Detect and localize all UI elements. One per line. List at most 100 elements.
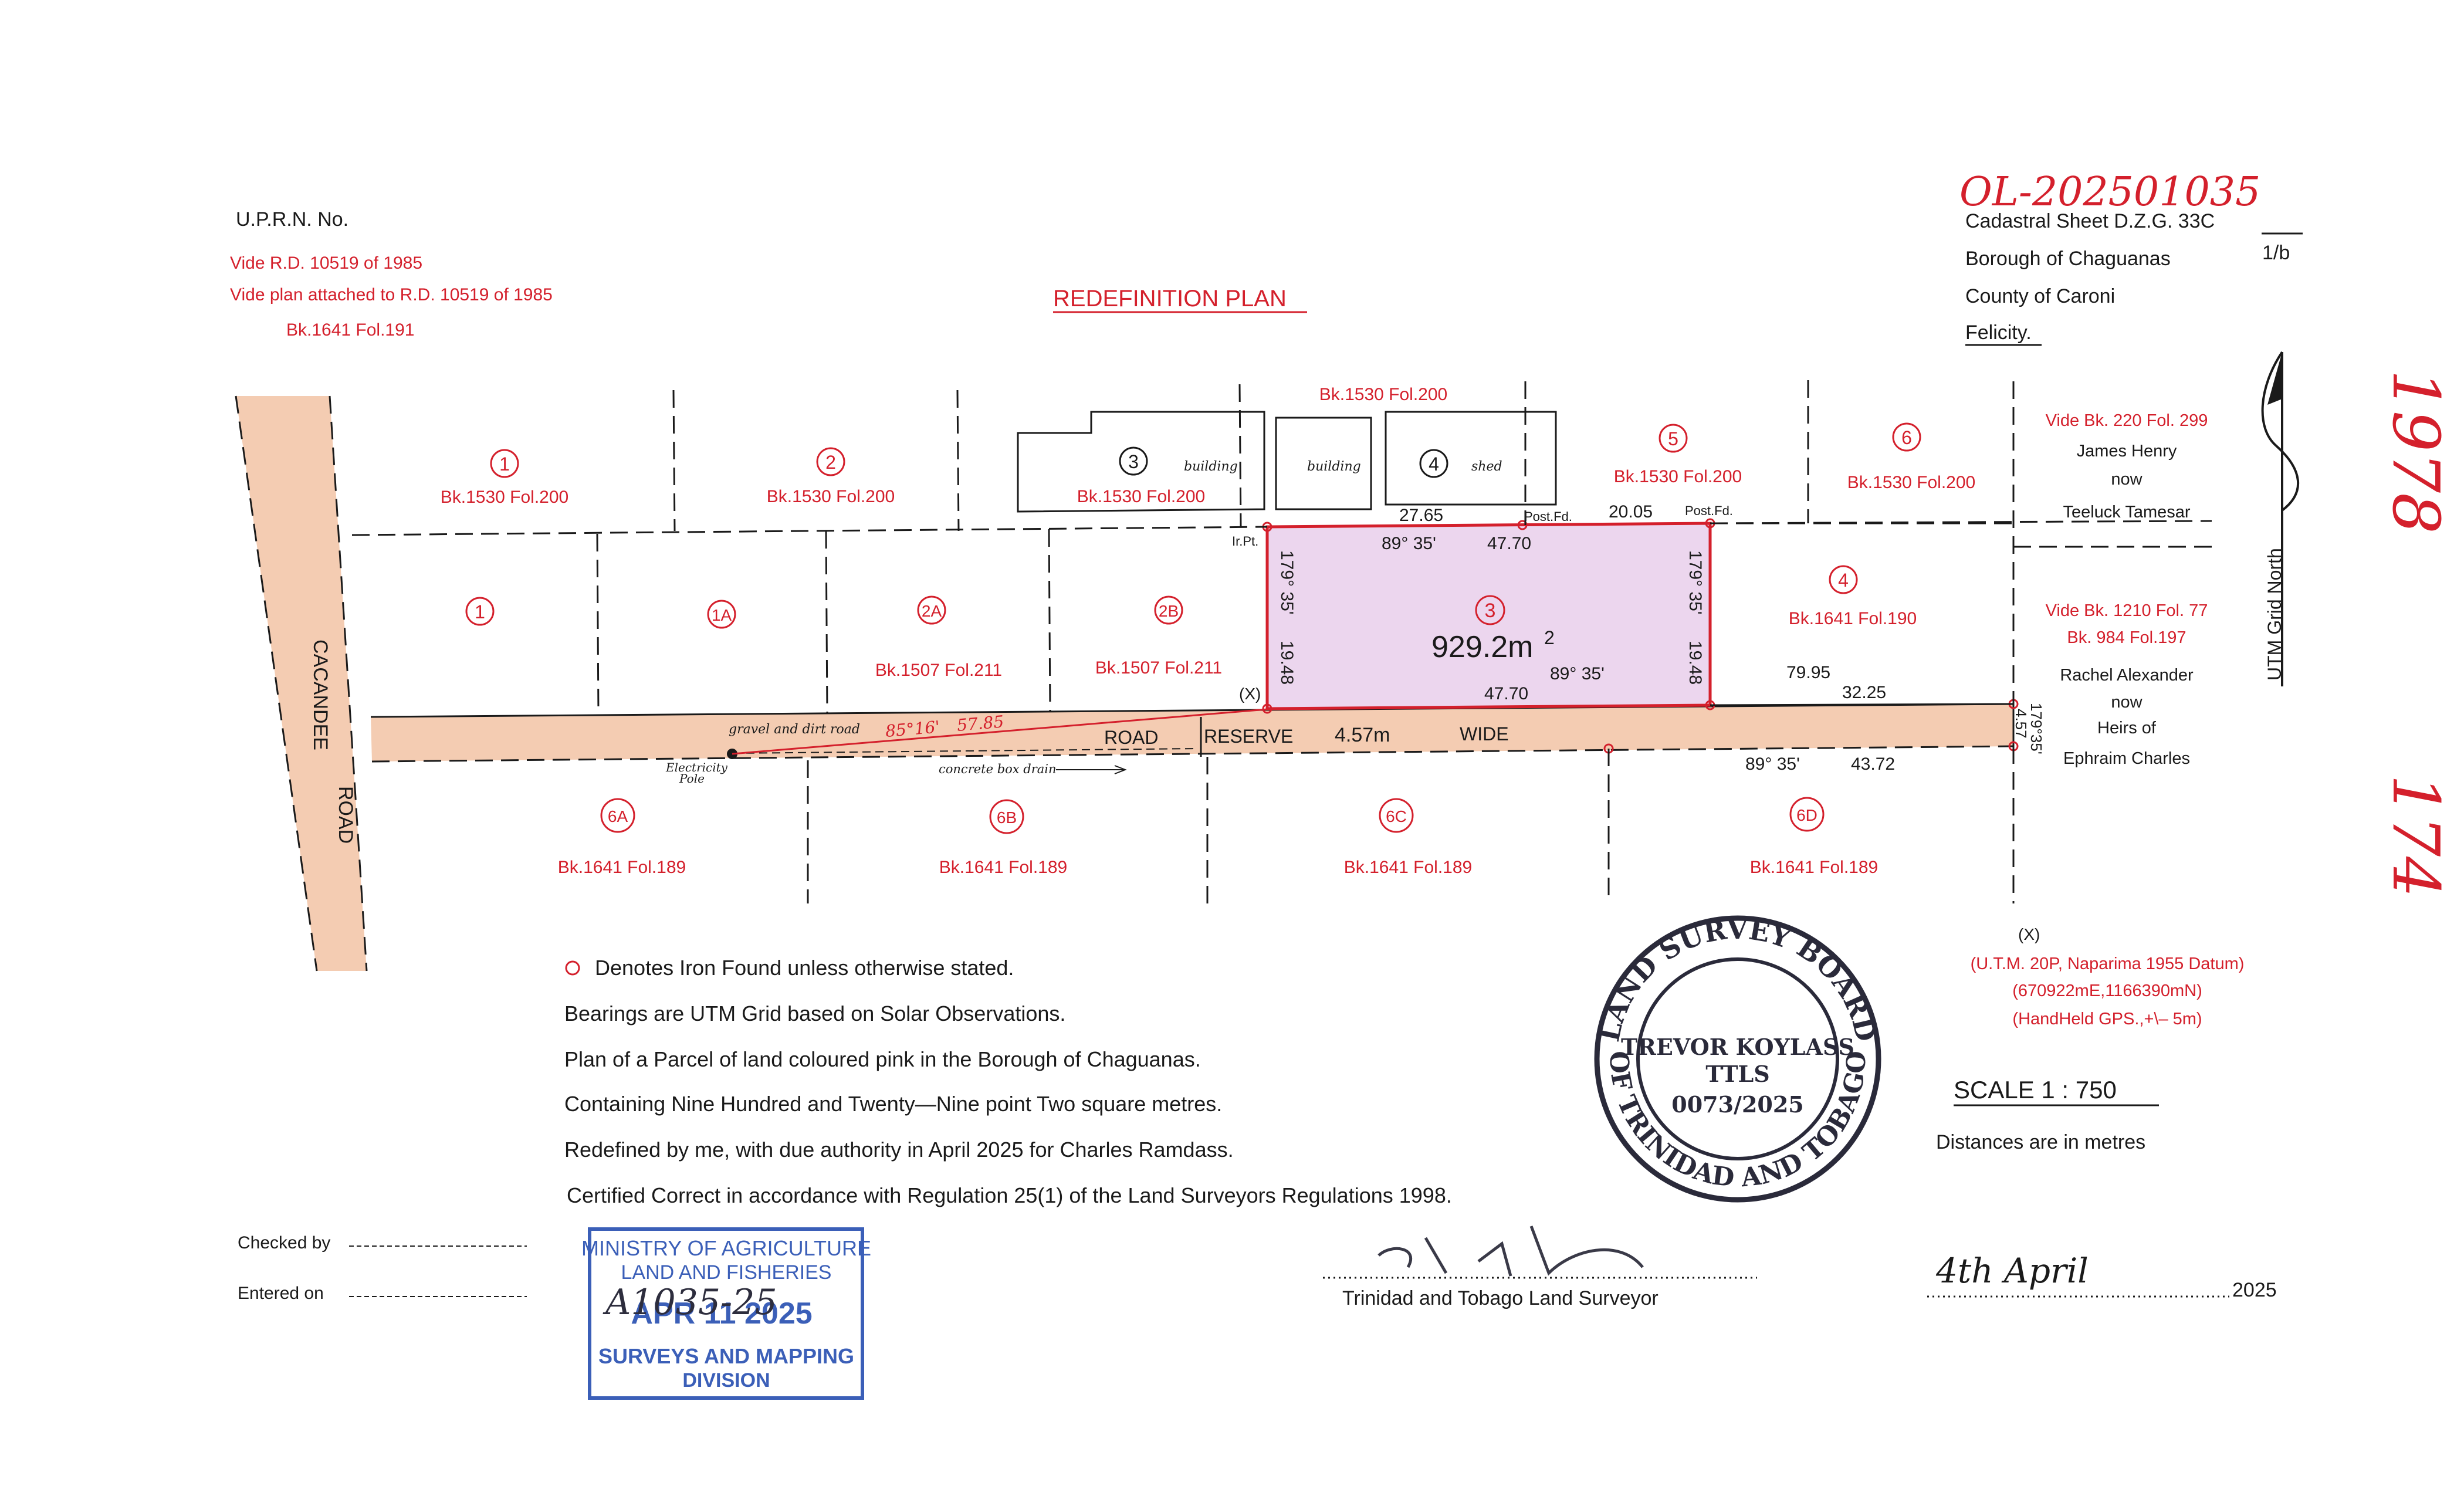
middle-lot-1: 1 xyxy=(465,597,495,626)
east-bottom-1: Vide Bk. 1210 Fol. 77 xyxy=(2046,601,2208,620)
lot-ref: Bk.1641 Fol.189 xyxy=(939,858,1067,877)
lot-number: 4 xyxy=(1429,453,1439,475)
parcel-lot-number: 3 xyxy=(1485,600,1496,622)
north-bearing: 89° 35' xyxy=(1382,534,1436,553)
parcel-area: 929.2m xyxy=(1431,630,1533,664)
lot-number: 3 xyxy=(1128,451,1139,472)
building-label-2: building xyxy=(1307,459,1361,474)
seal-reg-number: 0073/2025 xyxy=(1671,1091,1803,1118)
bottom-lot-6b: 6B Bk.1641 Fol.189 xyxy=(939,799,1067,877)
cadastral-sheet: Cadastral Sheet D.Z.G. 33C xyxy=(1965,210,2215,232)
middle-lot-2a: 2A Bk.1507 Fol.211 xyxy=(875,595,1002,680)
iron-found-legend-icon xyxy=(565,960,580,976)
lot-number: 4 xyxy=(1838,570,1849,591)
south-distance: 47.70 xyxy=(1484,684,1528,703)
stamp-line-2: LAND AND FISHERIES xyxy=(621,1261,832,1284)
top-lot-4: 4 Bk.1530 Fol.200 xyxy=(1319,385,1448,478)
note-1: Denotes Iron Found unless otherwise stat… xyxy=(595,956,1014,980)
scale-label: SCALE 1 : 750 xyxy=(1954,1076,2117,1104)
drain-arrow-icon xyxy=(1114,765,1127,774)
datum-line-1: (U.T.M. 20P, Naparima 1955 Datum) xyxy=(1971,955,2245,973)
stamp-line-5: DIVISION xyxy=(682,1369,770,1392)
middle-lot-1a: 1A xyxy=(707,600,736,629)
lot-number: 6 xyxy=(1901,427,1912,448)
building-label-1: building xyxy=(1184,459,1238,474)
lot-ref: Bk.1530 Fol.200 xyxy=(1319,385,1447,404)
stamp-handwritten: A1035-25 xyxy=(603,1282,777,1323)
lot-ref: Bk.1530 Fol.200 xyxy=(1847,473,1975,492)
margin-number-bottom: 174 xyxy=(2378,774,2453,898)
gravel-note: gravel and dirt road xyxy=(729,722,860,737)
note-4: Containing Nine Hundred and Twenty—Nine … xyxy=(564,1092,1222,1116)
lot-ref: Bk.1530 Fol.200 xyxy=(441,488,568,507)
surveyor-seal: LAND SURVEY BOARD OF TRINIDAD AND TOBAGO… xyxy=(1593,913,1882,1203)
post-fd-label-1: Post.Fd. xyxy=(1524,509,1572,524)
lot-number: 1A xyxy=(712,606,732,624)
top-lot-3: 3 Bk.1530 Fol.200 xyxy=(1077,446,1205,506)
building-outline-1 xyxy=(1017,411,1265,513)
datum-line-2: (670922mE,1166390mN) xyxy=(2012,981,2202,1000)
scale-units: Distances are in metres xyxy=(1936,1131,2145,1153)
lot-ref: Bk.1641 Fol.189 xyxy=(558,858,686,877)
reserve-width: 4.57m xyxy=(1335,724,1390,746)
middle-lot-4: 4 Bk.1641 Fol.190 xyxy=(1789,565,1917,628)
east-bottom-2: Bk. 984 Fol.197 xyxy=(2067,628,2186,647)
lot-number: 6C xyxy=(1386,807,1407,825)
bk-ref: Bk.1641 Fol.191 xyxy=(286,320,414,340)
surveyor-title: Trinidad and Tobago Land Surveyor xyxy=(1342,1287,1659,1309)
margin-number-top: 1978 xyxy=(2378,370,2453,534)
cacandee-road-label: ROAD xyxy=(334,786,357,844)
south-bearing: 89° 35' xyxy=(1550,664,1605,683)
building-outline-2 xyxy=(1275,417,1372,510)
lot-ref: Bk.1641 Fol.189 xyxy=(1344,858,1472,877)
reserve-wide: WIDE xyxy=(1460,723,1509,744)
east-bottom-3: Rachel Alexander xyxy=(2060,666,2194,685)
vide-rd: Vide R.D. 10519 of 1985 xyxy=(230,253,422,273)
lot-ref: Bk.1530 Fol.200 xyxy=(1614,467,1742,486)
lot-ref: Bk.1507 Fol.211 xyxy=(875,661,1002,680)
lot-number: 6A xyxy=(608,807,628,825)
entered-on-label: Entered on xyxy=(238,1284,324,1303)
bottom-lot-6a: 6A Bk.1641 Fol.189 xyxy=(558,798,686,877)
stamp-date: APR 11 2025 xyxy=(631,1297,812,1331)
parcel-fill xyxy=(1267,523,1710,709)
east-dist-a: 79.95 xyxy=(1786,663,1830,682)
bottom-lot-6c: 6C Bk.1641 Fol.189 xyxy=(1344,798,1472,877)
parcel-area-superscript: 2 xyxy=(1544,627,1555,648)
borough: Borough of Chaguanas xyxy=(1965,248,2171,270)
shed-outline xyxy=(1385,411,1557,506)
reserve-end-distance: 4.57 xyxy=(2012,709,2030,739)
note-3: Plan of a Parcel of land coloured pink i… xyxy=(564,1047,1201,1071)
lot-ref: Bk.1507 Fol.211 xyxy=(1095,658,1222,678)
uprn-label: U.P.R.N. No. xyxy=(236,208,348,231)
datum-line-3: (HandHeld GPS.,+\– 5m) xyxy=(2012,1010,2202,1028)
lot-ref: Bk.1530 Fol.200 xyxy=(767,487,895,506)
file-number: OL-202501035 xyxy=(1959,169,2260,215)
east-top-3: now xyxy=(2111,470,2143,489)
north-distance: 47.70 xyxy=(1487,534,1531,553)
lot-number: 2B xyxy=(1159,602,1179,620)
west-distance: 19.48 xyxy=(1277,641,1297,685)
pole-distance: 57.85 xyxy=(956,712,1005,735)
lot-number: 1 xyxy=(499,453,510,475)
cacandee-road-fill xyxy=(236,396,367,971)
shed-label: shed xyxy=(1471,459,1502,474)
east-bearing: 179° 35' xyxy=(1685,550,1705,614)
lot4-south-line xyxy=(1710,703,2014,706)
x-marker: (X) xyxy=(1239,685,1261,703)
road-label: ROAD xyxy=(1104,727,1158,748)
top-lot-6: 6 Bk.1530 Fol.200 xyxy=(1847,422,1975,492)
lot-ref: Bk.1641 Fol.190 xyxy=(1789,609,1917,628)
lot-number: 2 xyxy=(825,452,836,473)
road-reserve-fill xyxy=(371,704,2013,761)
stamp-line-4: SURVEYS AND MAPPING xyxy=(598,1344,854,1368)
east-bottom-4: now xyxy=(2111,693,2143,712)
east-top-1: Vide Bk. 220 Fol. 299 xyxy=(2046,411,2208,430)
seal-credential: TTLS xyxy=(1705,1061,1769,1087)
ward: Felicity. xyxy=(1965,321,2032,344)
west-top-segment: 27.65 xyxy=(1399,506,1443,525)
east-top-segment: 20.05 xyxy=(1609,502,1653,522)
reserve-label: RESERVE xyxy=(1204,726,1293,747)
